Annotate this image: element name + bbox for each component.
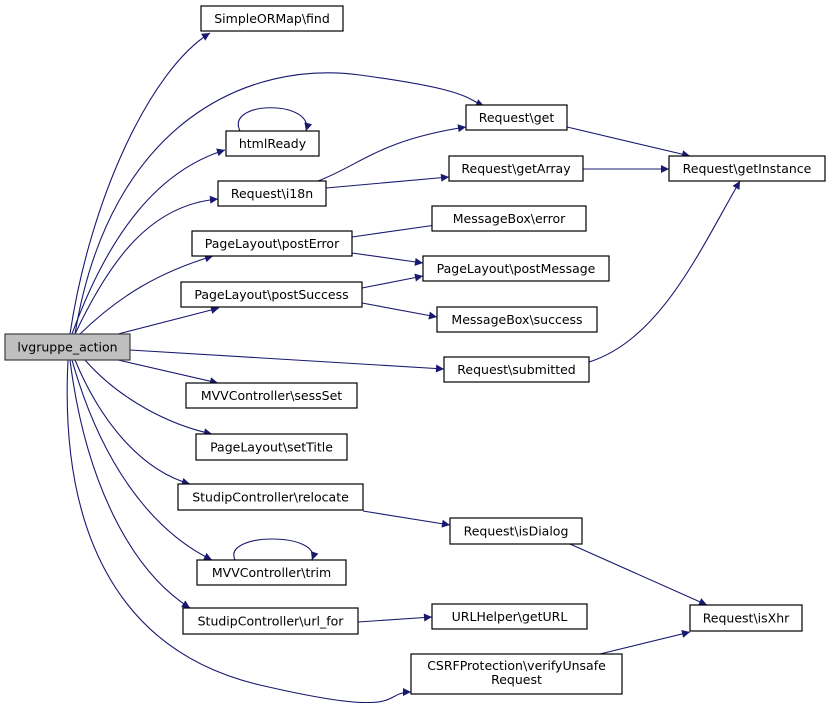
node-label: URLHelper\getURL: [452, 609, 568, 624]
edge-isDialog-to-isXhr: [569, 543, 708, 606]
node-box: [465, 104, 568, 131]
node-box: [180, 281, 363, 308]
node-url_for[interactable]: StudipController\url_for: [182, 607, 359, 635]
node-label: PageLayout\postError: [205, 236, 340, 251]
node-box: [449, 517, 583, 545]
edge-action-to-find: [69, 32, 211, 335]
edge-htmlReady-to-htmlReady: [237, 107, 313, 132]
edges: [66, 32, 741, 703]
node-setTitle[interactable]: PageLayout\setTitle: [195, 433, 348, 461]
node-trim[interactable]: MVVController\trim: [196, 559, 347, 586]
edge-action-to-get: [74, 72, 485, 335]
node-get[interactable]: Request\get: [465, 104, 568, 131]
node-label: lvgruppe_action: [17, 340, 117, 355]
edge-action-to-sessSet: [117, 359, 219, 386]
edge-relocate-to-isDialog: [362, 510, 451, 528]
node-box: [436, 306, 598, 333]
node-label: SimpleORMap\find: [214, 11, 330, 26]
node-box: [422, 255, 610, 282]
edge-action-to-submitted: [129, 349, 445, 373]
node-postMessage[interactable]: PageLayout\postMessage: [422, 255, 610, 282]
node-label: PageLayout\postSuccess: [194, 287, 348, 302]
node-box: [225, 130, 320, 157]
node-success[interactable]: MessageBox\success: [436, 306, 598, 333]
node-isXhr[interactable]: Request\isXhr: [689, 604, 803, 632]
node-error[interactable]: MessageBox\error: [431, 205, 587, 232]
node-submitted[interactable]: Request\submitted: [443, 356, 590, 383]
node-htmlReady[interactable]: htmlReady: [225, 130, 320, 157]
node-isDialog[interactable]: Request\isDialog: [449, 517, 583, 545]
node-box: [443, 356, 590, 383]
edge-action-to-htmlReady: [71, 148, 226, 335]
node-getArray[interactable]: Request\getArray: [448, 155, 584, 182]
node-relocate[interactable]: StudipController\relocate: [177, 483, 364, 511]
edge-action-to-setTitle: [84, 359, 213, 437]
edge-i18n-to-get: [317, 124, 467, 182]
node-box: [689, 604, 803, 632]
node-action[interactable]: lvgruppe_action: [4, 333, 131, 361]
edge-verifyUnsafe-to-isXhr: [599, 630, 691, 655]
edge-action-to-verifyUnsafe: [66, 359, 412, 703]
node-box: [4, 333, 131, 361]
edge-url_for-to-getURL: [357, 613, 433, 623]
node-box: [185, 382, 358, 409]
node-label: MessageBox\success: [451, 312, 582, 327]
node-box: [195, 433, 348, 461]
node-label: MessageBox\error: [453, 211, 566, 226]
edge-action-to-postError: [79, 254, 214, 335]
node-box: [182, 607, 359, 635]
node-label: Request\get: [479, 110, 555, 125]
node-label: PageLayout\postMessage: [437, 261, 596, 276]
node-box: [431, 205, 587, 232]
node-find[interactable]: SimpleORMap\find: [200, 5, 344, 32]
node-postSuccess[interactable]: PageLayout\postSuccess: [180, 281, 363, 308]
node-label: Request\getArray: [461, 161, 571, 176]
edge-action-to-relocate: [74, 359, 191, 486]
node-box: [668, 155, 826, 182]
node-postError[interactable]: PageLayout\postError: [191, 230, 353, 257]
node-box: [177, 483, 364, 511]
node-label: MVVController\trim: [212, 565, 331, 580]
edge-postSuccess-to-success: [361, 302, 438, 320]
node-label: Request\isDialog: [464, 524, 569, 539]
node-box: [200, 5, 344, 32]
node-label: Request\i18n: [231, 186, 313, 201]
node-i18n[interactable]: Request\i18n: [217, 180, 327, 207]
edge-trim-to-trim: [233, 538, 319, 561]
node-label: htmlReady: [239, 136, 307, 151]
node-label: MVVController\sessSet: [201, 388, 342, 403]
node-box: [196, 559, 347, 586]
node-label: StudipController\relocate: [192, 490, 349, 505]
node-box: [448, 155, 584, 182]
node-label: StudipController\url_for: [198, 614, 345, 629]
node-box: [431, 603, 588, 630]
edge-action-to-i18n: [74, 195, 219, 335]
node-box: [217, 180, 327, 207]
node-label: Request\isXhr: [703, 611, 790, 626]
edge-action-to-trim: [71, 359, 213, 561]
edge-action-to-url_for: [69, 359, 191, 609]
node-label: Request\submitted: [457, 362, 575, 377]
edge-postError-to-error: [351, 221, 444, 238]
node-getURL[interactable]: URLHelper\getURL: [431, 603, 588, 630]
edge-postSuccess-to-postMessage: [361, 273, 424, 289]
edge-postError-to-postMessage: [351, 252, 424, 266]
node-sessSet[interactable]: MVVController\sessSet: [185, 382, 358, 409]
node-box: [410, 653, 623, 695]
edge-get-to-getInstance: [566, 126, 691, 159]
edge-submitted-to-getInstance: [588, 180, 741, 363]
node-label: Request\getInstance: [683, 161, 812, 176]
node-label: Request: [491, 672, 542, 687]
edge-i18n-to-getArray: [325, 173, 450, 189]
node-label: PageLayout\setTitle: [210, 440, 333, 455]
node-getInstance[interactable]: Request\getInstance: [668, 155, 826, 182]
node-label: CSRFProtection\verifyUnsafe: [427, 658, 606, 673]
nodes: lvgruppe_action SimpleORMap\findRequest\g…: [4, 5, 826, 695]
edge-action-to-postSuccess: [117, 306, 220, 335]
node-box: [191, 230, 353, 257]
